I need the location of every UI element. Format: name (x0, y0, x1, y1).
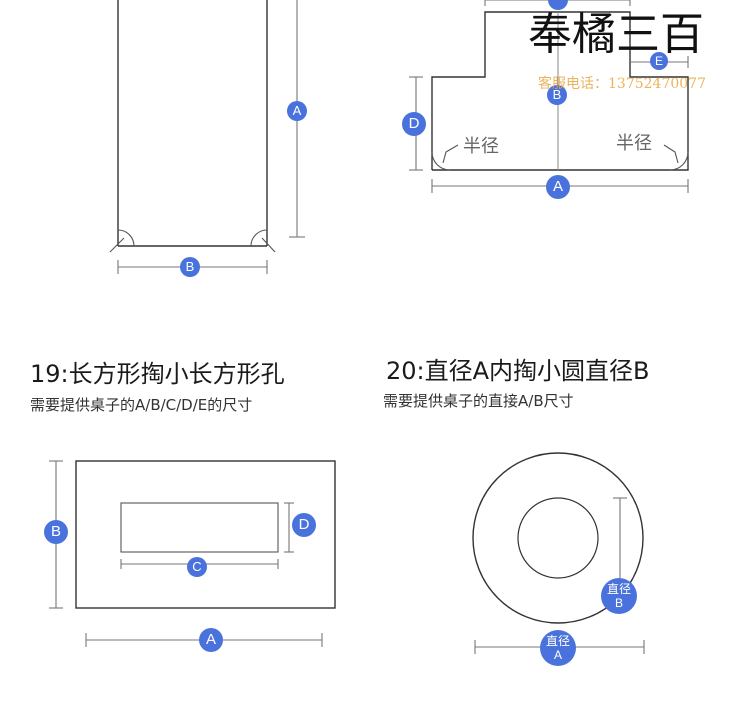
ring-label-a: 直径 A (540, 630, 576, 666)
rect-hole-label-d: D (292, 513, 316, 537)
t-shape-radius-right: 半径 (614, 129, 654, 155)
ring-label-b-line2: B (614, 596, 623, 610)
t-shape-corners (431, 144, 689, 171)
ring-label-b-line1: 直径 (606, 582, 631, 596)
brand-watermark: 奉橘三百 (528, 10, 704, 60)
rect-hole-label-b: B (44, 520, 68, 544)
t-shape-label-a: A (546, 175, 570, 199)
ring-label-a-line1: 直径 (545, 634, 570, 648)
phone-number: 13752470077 (608, 76, 706, 92)
ring-shape (472, 452, 644, 624)
phone-label: 客服电话： (538, 76, 608, 92)
ring-label-b: 直径 B (601, 578, 637, 614)
section-20-subtitle: 需要提供桌子的直接A/B尺寸 (383, 392, 574, 410)
t-shape-label-top (548, 0, 568, 10)
tall-rect-corners (109, 229, 276, 253)
tall-rect-label-b: B (180, 257, 200, 277)
t-shape-radius-left: 半径 (461, 132, 501, 158)
brand-text: 奉橘三百 (528, 9, 704, 60)
section-19-subtitle: 需要提供桌子的A/B/C/D/E的尺寸 (30, 396, 253, 414)
t-shape-label-e: E (650, 52, 668, 70)
rect-hole-shape (75, 460, 336, 609)
section-20-title: 20:直径A内掏小圆直径B (386, 357, 650, 385)
t-shape-label-d: D (402, 112, 426, 136)
tall-rect-label-a: A (287, 101, 307, 121)
tall-rect-shape (117, 0, 268, 247)
rect-hole-dims (49, 460, 323, 647)
ring-label-a-line2: A (553, 648, 562, 662)
phone-watermark: 客服电话：13752470077 (538, 73, 706, 93)
t-shape-label-b: B (547, 85, 567, 105)
rect-hole-label-a: A (199, 628, 223, 652)
rect-hole-label-c: C (187, 557, 207, 577)
section-19-title: 19:长方形掏小长方形孔 (30, 360, 285, 388)
